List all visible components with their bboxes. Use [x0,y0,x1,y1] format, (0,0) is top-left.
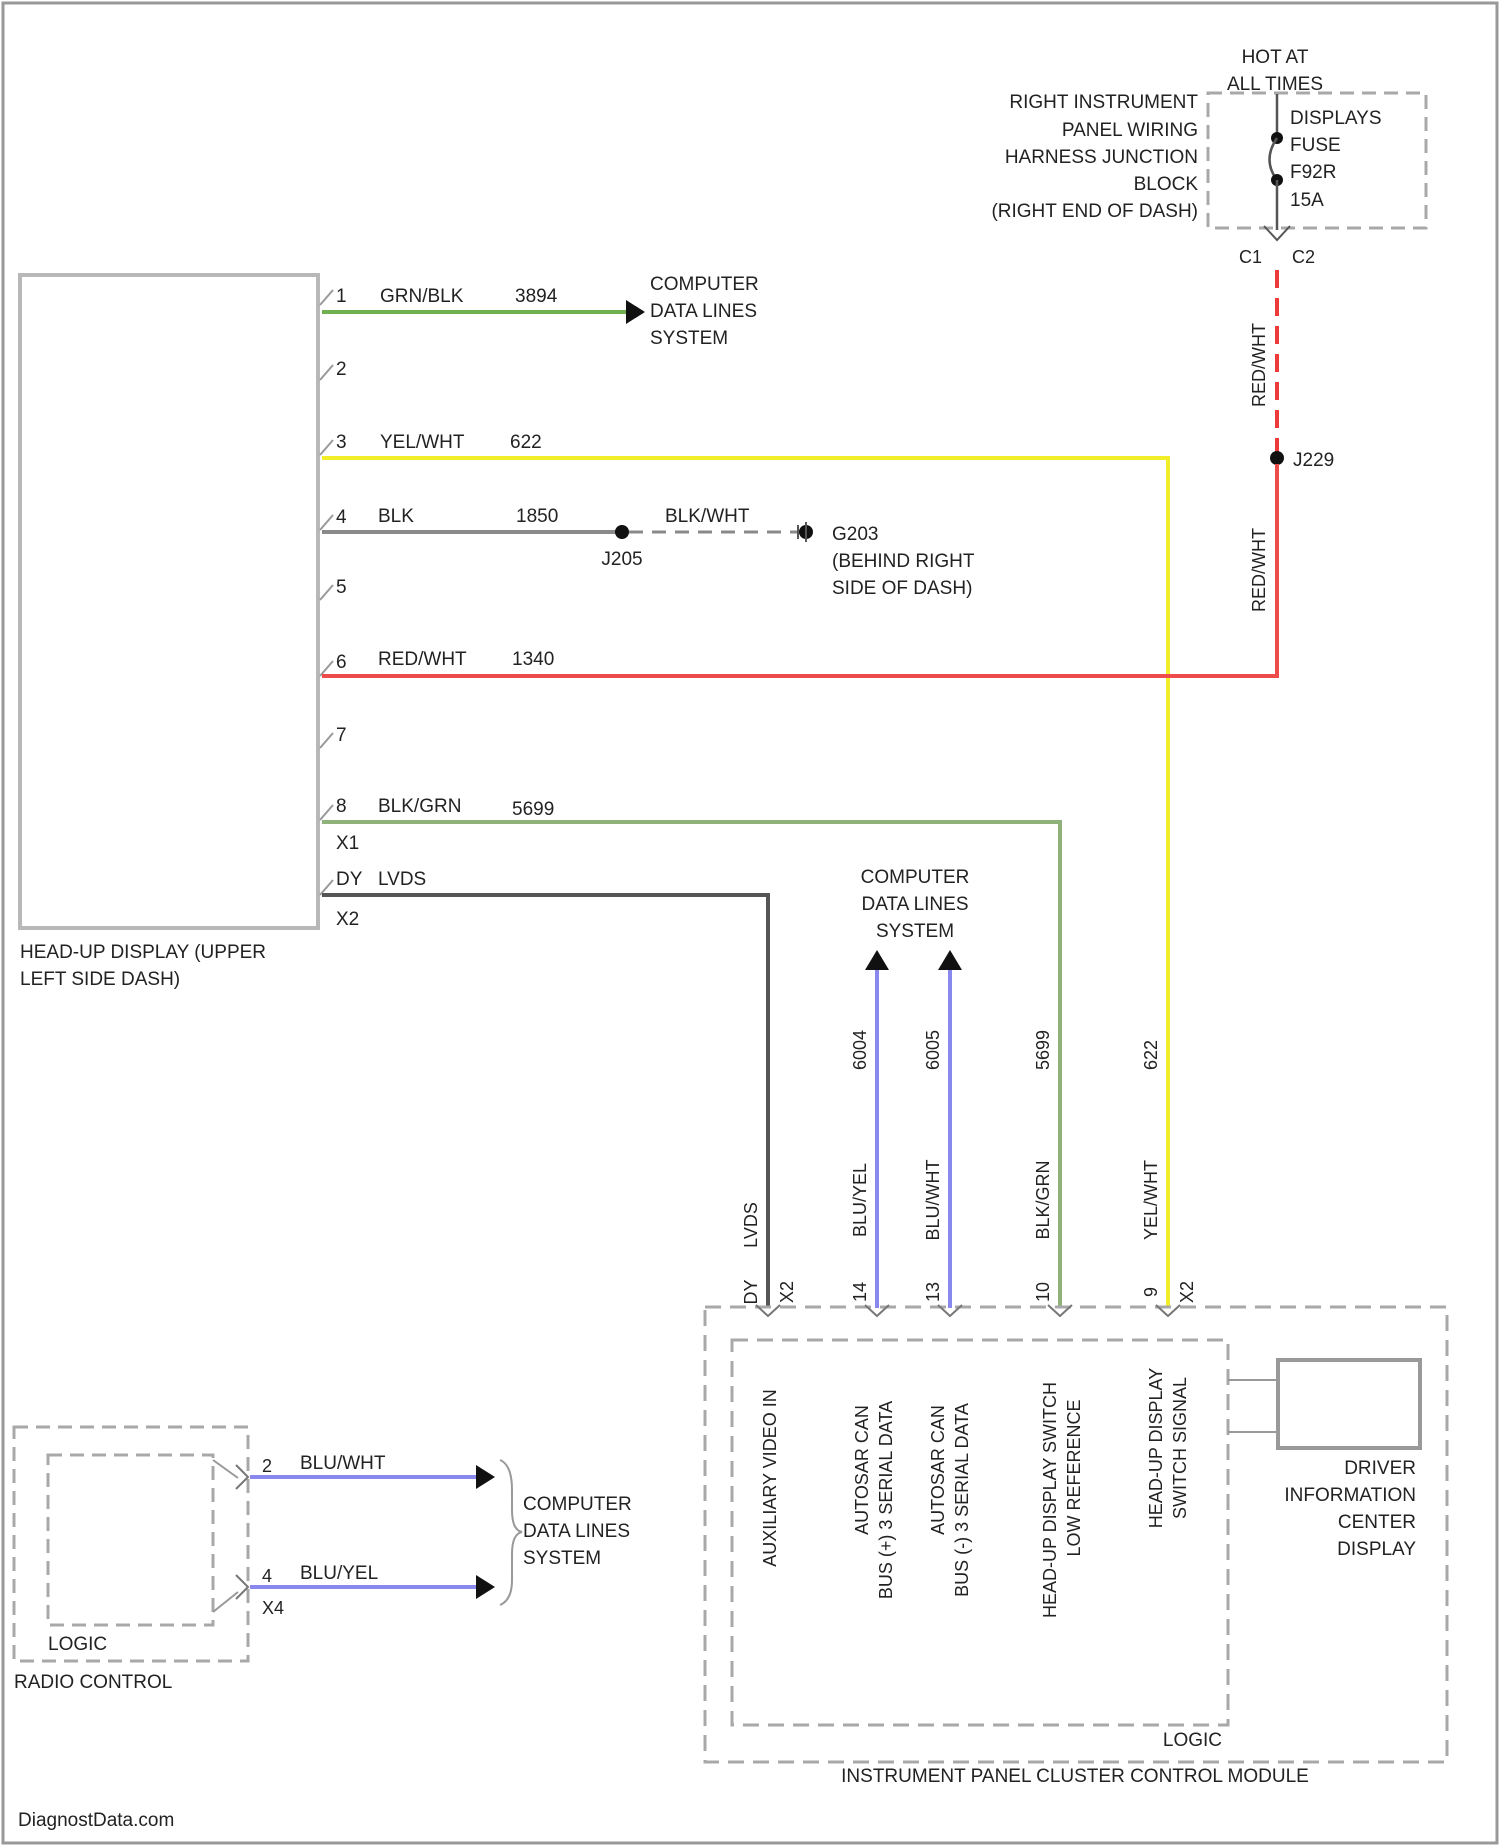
ipc-func-can-minus-1: AUTOSAR CAN [928,1405,948,1535]
radio-name: RADIO CONTROL [14,1672,172,1693]
radio-pin-4: 4 [262,1566,272,1586]
cdl-label-top-3: SYSTEM [650,328,728,349]
ipc-connector-x2-a: X2 [777,1281,797,1303]
splice-j229-label: J229 [1293,450,1334,471]
splice-j205 [615,525,629,539]
splice-j229 [1270,451,1284,465]
radio-cdl-label-2: DATA LINES [523,1521,630,1542]
ipc-cdl-label-3: SYSTEM [876,921,954,942]
ipc-connector-x2-b: X2 [1177,1281,1197,1303]
ipc-cdl-label-2: DATA LINES [862,894,969,915]
blk-color: BLK [378,506,414,527]
hot-at-label-1: HOT AT [1242,47,1309,68]
red-wht-vertical-label-1: RED/WHT [1249,323,1269,407]
ipc-circuit-6005: 6005 [923,1030,943,1070]
dic-label-2: INFORMATION [1284,1485,1416,1506]
lvds-pin: DY [336,869,363,890]
radio-connector-x4: X4 [262,1598,284,1618]
fuse-name-label-2: FUSE [1290,135,1341,156]
radio-cdl-label-1: COMPUTER [523,1494,632,1515]
grn-blk-circuit: 3894 [515,286,558,307]
hud-pin-2: 2 [336,359,347,380]
hud-pin-3: 3 [336,432,347,453]
splice-j205-label: J205 [601,549,642,570]
cdl-label-top-2: DATA LINES [650,301,757,322]
red-wht-color: RED/WHT [378,649,467,670]
hud-pin-4: 4 [336,507,347,528]
ipc-func-can-minus-2: BUS (-) 3 SERIAL DATA [952,1403,972,1597]
junction-label-4: BLOCK [1134,174,1199,195]
ipc-name: INSTRUMENT PANEL CLUSTER CONTROL MODULE [841,1766,1309,1787]
yel-wht-circuit: 622 [510,432,542,453]
hud-name-2: LEFT SIDE DASH) [20,969,180,990]
ipc-cdl-label-1: COMPUTER [861,867,970,888]
blk-grn-color: BLK/GRN [378,796,461,817]
ipc-circuit-6004: 6004 [850,1030,870,1070]
junction-label-1: RIGHT INSTRUMENT [1009,92,1198,113]
ipc-color-lvds: LVDS [741,1202,761,1248]
ipc-pin-9: 9 [1141,1287,1161,1297]
ipc-color-yel-wht: YEL/WHT [1141,1160,1161,1240]
ipc-func-hud-signal-1: HEAD-UP DISPLAY [1146,1368,1166,1528]
dic-label-3: CENTER [1338,1512,1416,1533]
grn-blk-color: GRN/BLK [380,286,464,307]
blk-circuit: 1850 [516,506,558,527]
radio-blu-yel-color: BLU/YEL [300,1563,378,1584]
junction-label-5: (RIGHT END OF DASH) [991,201,1198,222]
junction-label-3: HARNESS JUNCTION [1005,147,1198,168]
ground-location-1: (BEHIND RIGHT [832,551,975,572]
ground-location-2: SIDE OF DASH) [832,578,972,599]
hud-pin-5: 5 [336,577,347,598]
junction-label-2: PANEL WIRING [1062,120,1198,141]
ipc-color-blk-grn: BLK/GRN [1033,1160,1053,1239]
hud-connector-x1: X1 [336,833,359,854]
ipc-color-blu-yel: BLU/YEL [850,1163,870,1237]
footer-watermark: DiagnostData.com [18,1810,174,1831]
radio-blu-wht-color: BLU/WHT [300,1453,386,1474]
dic-label-4: DISPLAY [1337,1539,1416,1560]
fuse-pin-c1: C1 [1239,247,1262,267]
hud-pin-6: 6 [336,652,347,673]
fuse-pin-c2: C2 [1292,247,1315,267]
ground-g203-label: G203 [832,524,878,545]
ipc-pin-14: 14 [850,1282,870,1302]
red-wht-circuit: 1340 [512,649,554,670]
ipc-pin-dy: DY [741,1279,761,1304]
hud-pin-1: 1 [336,286,347,307]
cdl-label-top-1: COMPUTER [650,274,759,295]
red-wht-vertical-label-2: RED/WHT [1249,528,1269,612]
ipc-func-hud-low-2: LOW REFERENCE [1064,1399,1084,1556]
ipc-logic-label: LOGIC [1163,1730,1222,1751]
hud-pin-7: 7 [336,725,347,746]
ipc-color-blu-wht: BLU/WHT [923,1159,943,1240]
yel-wht-color: YEL/WHT [380,432,465,453]
ipc-func-can-plus-2: BUS (+) 3 SERIAL DATA [876,1401,896,1599]
ipc-func-can-plus-1: AUTOSAR CAN [852,1405,872,1535]
ipc-func-aux-video: AUXILIARY VIDEO IN [760,1389,780,1566]
lvds-color: LVDS [378,869,426,890]
blk-grn-circuit: 5699 [512,799,554,820]
hud-name-1: HEAD-UP DISPLAY (UPPER [20,942,266,963]
ipc-pin-10: 10 [1033,1282,1053,1302]
hud-connector-x2: X2 [336,909,359,930]
ipc-pin-13: 13 [923,1282,943,1302]
radio-logic-label: LOGIC [48,1634,107,1655]
ipc-func-hud-signal-2: SWITCH SIGNAL [1170,1377,1190,1519]
ipc-circuit-5699: 5699 [1033,1030,1053,1070]
fuse-name-label-3: F92R [1290,162,1336,183]
ipc-circuit-622: 622 [1141,1040,1161,1070]
hud-pin-8: 8 [336,796,347,817]
fuse-name-label-4: 15A [1290,190,1324,211]
head-up-display-module: HEAD-UP DISPLAY (UPPER LEFT SIDE DASH) 1… [20,275,359,990]
ipc-func-hud-low-1: HEAD-UP DISPLAY SWITCH [1040,1382,1060,1618]
hud-box [20,275,318,928]
radio-cdl-label-3: SYSTEM [523,1548,601,1569]
radio-pin-2: 2 [262,1456,272,1476]
blk-wht-color: BLK/WHT [665,506,750,527]
dic-display-box [1278,1360,1420,1448]
fuse-name-label-1: DISPLAYS [1290,108,1382,129]
dic-label-1: DRIVER [1344,1458,1416,1479]
